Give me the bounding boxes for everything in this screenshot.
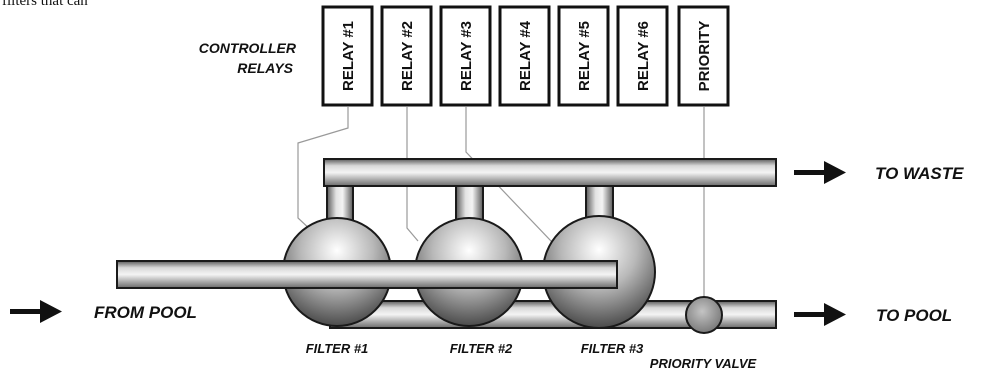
relay-1[interactable]: RELAY #1 [321,5,374,107]
relay-2-label: RELAY #2 [399,21,416,91]
filter-1-label: FILTER #1 [306,341,369,356]
relay-2[interactable]: RELAY #2 [380,5,433,107]
to-waste-label: TO WASTE [875,164,964,183]
relay-priority[interactable]: PRIORITY [677,5,730,107]
priority-valve-label: PRIORITY VALVE [650,356,757,371]
relay-5-label: RELAY #5 [576,21,593,91]
from-pool-label: FROM POOL [94,303,197,322]
relay-5[interactable]: RELAY #5 [557,5,610,107]
wire-relay-2 [406,107,419,242]
relay-priority-label: PRIORITY [696,21,713,92]
relay-4[interactable]: RELAY #4 [498,5,551,107]
relay-3-label: RELAY #3 [458,21,475,91]
relay-6[interactable]: RELAY #6 [616,5,669,107]
to-pool-label: TO POOL [876,306,952,325]
controller-relays-label-line2: RELAYS [237,60,293,76]
priority-valve[interactable] [685,296,723,334]
inlet-pipe [116,260,618,289]
to-waste-arrow-icon [794,161,846,184]
relay-6-label: RELAY #6 [635,21,652,91]
filter-2-label: FILTER #2 [450,341,513,356]
relay-4-label: RELAY #4 [517,20,534,91]
relay-1-label: RELAY #1 [340,21,357,91]
controller-relays-label-line1: CONTROLLER [199,40,297,56]
waste-pipe [323,158,777,187]
relay-3[interactable]: RELAY #3 [439,5,492,107]
from-pool-arrow-icon [10,300,62,323]
to-pool-arrow-icon [794,303,846,326]
filter-3-label: FILTER #3 [581,341,644,356]
intro-text-fragment: filters that can [2,0,88,9]
